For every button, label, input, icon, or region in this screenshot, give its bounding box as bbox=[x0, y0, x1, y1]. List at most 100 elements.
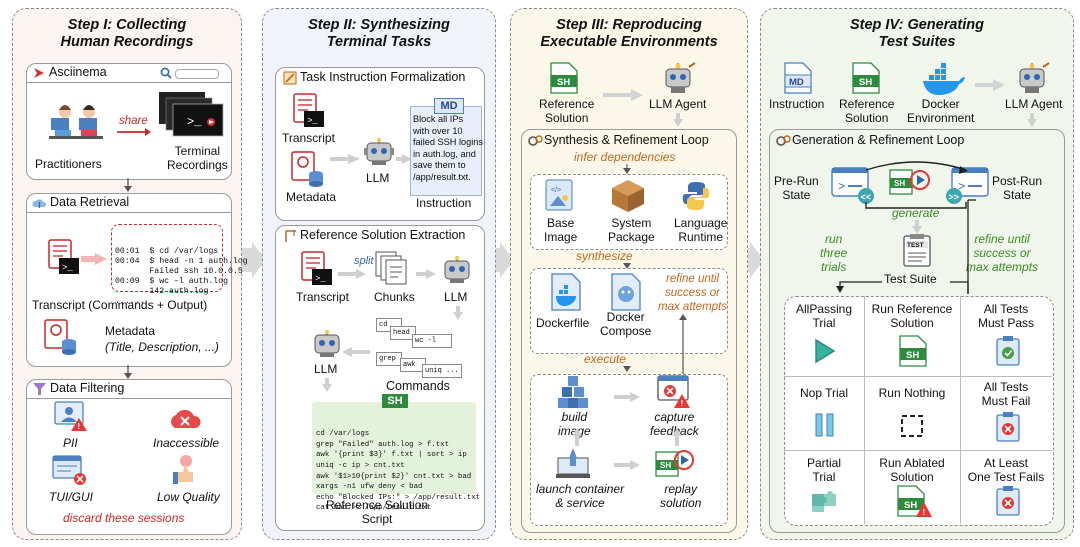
search-icon bbox=[160, 67, 172, 79]
nop-trial-label: Nop Trial bbox=[799, 386, 849, 400]
svg-text:<<: << bbox=[861, 192, 872, 202]
empty-selection-icon bbox=[901, 415, 923, 437]
asciinema-logo-icon bbox=[34, 68, 44, 78]
gears-icon bbox=[776, 135, 791, 146]
chunks-label: Chunks bbox=[374, 290, 415, 304]
llm-agent-icon bbox=[665, 62, 696, 93]
script-box bbox=[312, 402, 476, 494]
replay-sh-icon: SH bbox=[889, 169, 930, 195]
tui-gui-icon bbox=[52, 455, 86, 485]
python-icon bbox=[682, 182, 710, 210]
task-instruction-card: Task Instruction Formalization >_ Transc… bbox=[275, 67, 485, 221]
data-filtering-card: Data Filtering ! PII Inaccessible TUI/GU… bbox=[26, 379, 232, 535]
sh-file-icon: SH bbox=[852, 62, 880, 94]
generation-loop-title: Generation & Refinement Loop bbox=[792, 133, 965, 147]
crane-icon bbox=[285, 230, 296, 242]
play-icon bbox=[815, 338, 836, 364]
svg-text:SH: SH bbox=[906, 350, 919, 361]
dockerfile-label: Dockerfile bbox=[536, 316, 590, 330]
svg-text:>_: >_ bbox=[307, 116, 318, 126]
llm-robot-icon bbox=[364, 138, 394, 165]
low-quality-icon bbox=[173, 455, 193, 484]
generate-label: generate bbox=[892, 206, 940, 220]
sh-file-icon: SH bbox=[550, 62, 578, 94]
launch-container-icon bbox=[556, 448, 590, 478]
data-retrieval-label: Data Retrieval bbox=[50, 195, 130, 209]
svg-text:>: > bbox=[958, 180, 965, 194]
instruction-label: Instruction bbox=[416, 196, 472, 210]
transcript-label-2: Transcript bbox=[296, 290, 349, 304]
transcript-label: Transcript bbox=[282, 131, 335, 145]
filter-icon bbox=[33, 383, 46, 395]
svg-text:</>: </> bbox=[551, 187, 561, 194]
metadata-label: Metadata bbox=[105, 324, 156, 338]
task-instruction-title: Task Instruction Formalization bbox=[300, 70, 466, 84]
gears-icon bbox=[528, 135, 543, 146]
synthesize-label: synthesize bbox=[576, 249, 633, 263]
run-nothing-label: Run Nothing bbox=[878, 386, 946, 400]
svg-text:>: > bbox=[838, 180, 845, 194]
step-arrow-1-2 bbox=[238, 242, 266, 278]
synthesis-loop-card: Synthesis & Refinement Loop infer depend… bbox=[521, 129, 737, 533]
pii-label: PII bbox=[63, 436, 78, 450]
svg-text:!: ! bbox=[681, 399, 684, 408]
inaccessible-icon bbox=[171, 409, 201, 428]
instruction-doc bbox=[410, 106, 482, 196]
clipboard-x-icon-2 bbox=[996, 486, 1020, 516]
svg-text:SH: SH bbox=[894, 179, 905, 188]
pencil-icon bbox=[283, 71, 297, 85]
svg-text:>_: >_ bbox=[62, 263, 73, 273]
infer-dependencies-label: infer dependencies bbox=[574, 150, 676, 164]
asciinema-card: Asciinema share >_ Practitioners Termina… bbox=[26, 63, 232, 180]
asciinema-label: Asciinema bbox=[49, 65, 107, 79]
terminal-recordings-icon: >_ bbox=[159, 92, 224, 137]
md-badge: MD bbox=[434, 98, 464, 114]
pii-icon: ! bbox=[54, 401, 87, 431]
test-suite-label: Test Suite bbox=[884, 272, 937, 286]
llm-label-2: LLM bbox=[444, 290, 468, 304]
metadata-icon bbox=[291, 151, 323, 187]
tui-gui-label: TUI/GUI bbox=[49, 490, 93, 504]
synthesis-loop-title: Synthesis & Refinement Loop bbox=[544, 133, 709, 147]
llm-label-3: LLM bbox=[314, 362, 338, 376]
pre-run-terminal-icon: > << bbox=[831, 167, 874, 204]
inaccessible-label: Inaccessible bbox=[153, 436, 220, 450]
transcript-icon: >_ bbox=[293, 93, 324, 127]
transcript-commands-label: Transcript (Commands + Output) bbox=[32, 298, 208, 312]
capture-feedback-icon: ! bbox=[657, 375, 690, 408]
svg-text:MD: MD bbox=[789, 77, 804, 88]
chunks-icon bbox=[375, 251, 407, 285]
test-badge: TEST bbox=[907, 242, 924, 249]
llm-agent-label: LLM Agent bbox=[1005, 97, 1063, 111]
llm-robot-icon bbox=[444, 256, 470, 283]
package-box-icon bbox=[612, 180, 644, 212]
puzzle-icon bbox=[812, 491, 836, 512]
svg-text:SH: SH bbox=[904, 500, 917, 511]
cloud-download-icon bbox=[32, 199, 47, 208]
